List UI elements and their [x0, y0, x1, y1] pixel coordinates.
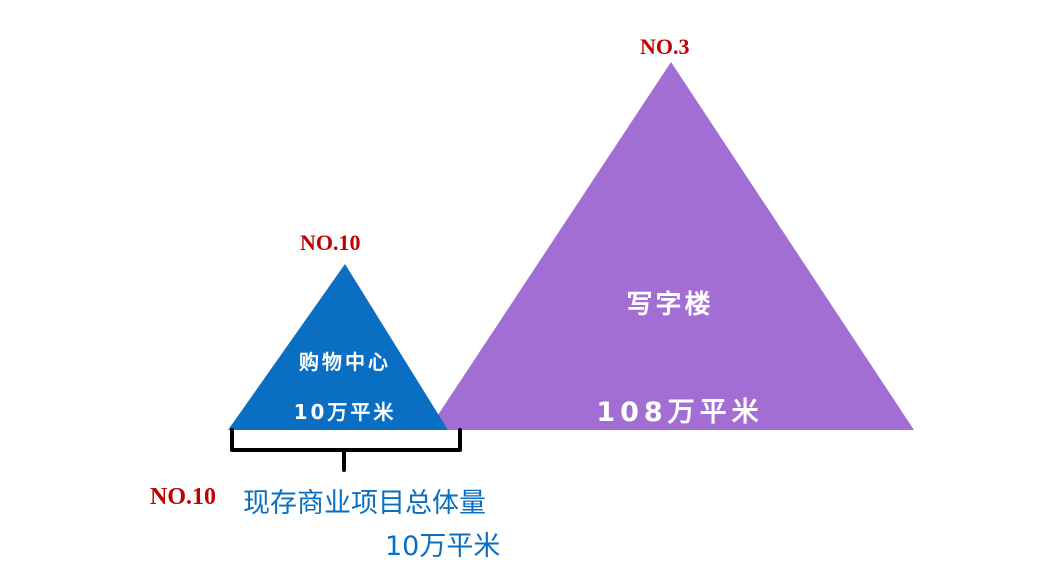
bracket-description: 现存商业项目总体量 — [243, 488, 486, 519]
bracket-rank-label: NO.10 — [150, 484, 216, 510]
mall-area-label: 10万平米 — [293, 400, 397, 424]
mall-rank-label: NO.10 — [300, 230, 361, 255]
office-rank-label: NO.3 — [640, 34, 690, 59]
bracket-area-label: 10万平米 — [385, 531, 501, 562]
office-triangle — [428, 62, 914, 430]
mall-name-label: 购物中心 — [299, 350, 391, 374]
curly-brace — [230, 428, 462, 472]
office-name-label: 写字楼 — [626, 290, 714, 320]
mall-triangle — [228, 264, 448, 430]
office-area-label: 108万平米 — [596, 397, 764, 428]
